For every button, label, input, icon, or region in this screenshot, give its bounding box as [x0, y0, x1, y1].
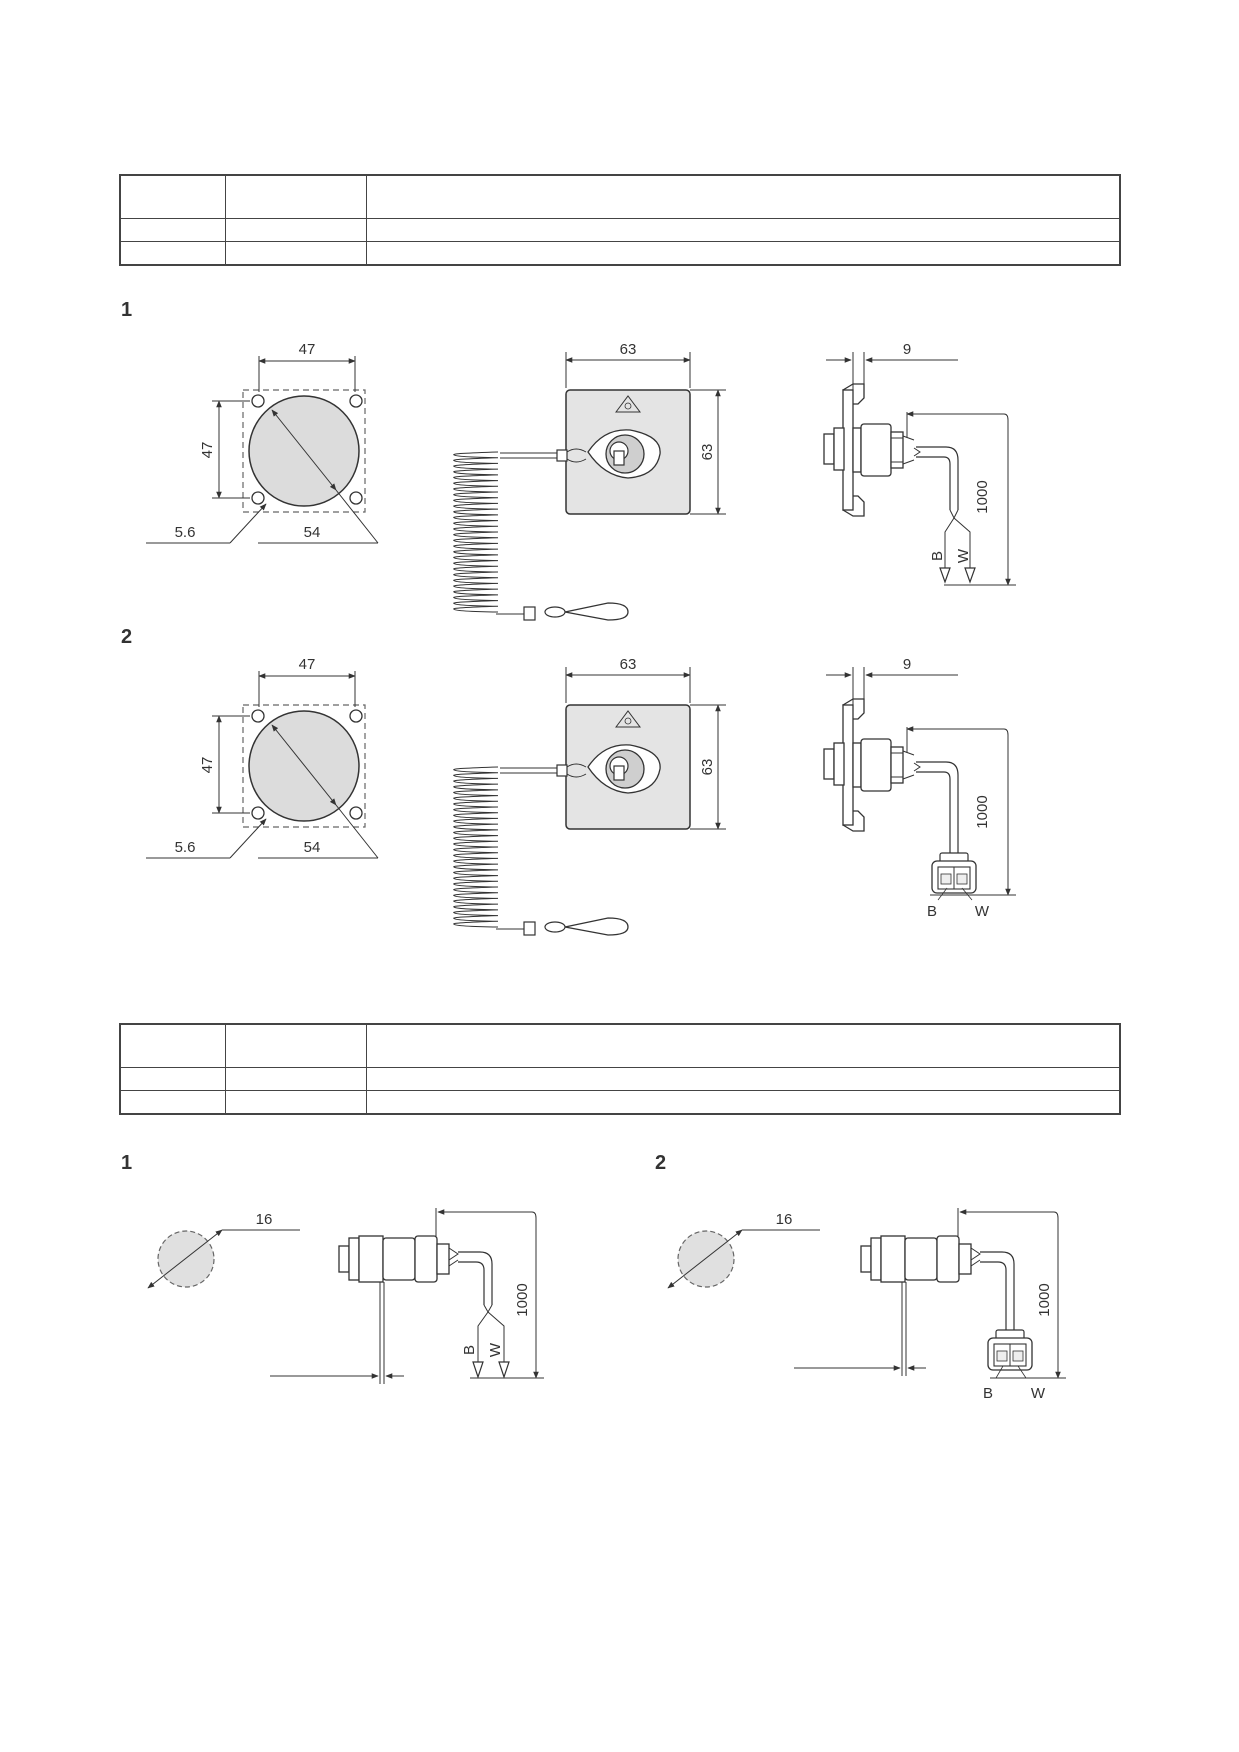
- dim-hole-dia: 16: [256, 1211, 273, 1228]
- dim-hole-dia: 5.6: [175, 524, 196, 541]
- dim-hole-pitch-h: 47: [299, 656, 316, 673]
- table-header-cell: [366, 1023, 1121, 1068]
- switch-side-view-2: 1000 9 B W: [824, 656, 1016, 920]
- table-header-cell: [366, 174, 1121, 219]
- switch-front-view-1: 63 63: [453, 341, 726, 620]
- variant-label-2: 2: [121, 626, 133, 648]
- dim-hole-dia: 16: [776, 1211, 793, 1228]
- switch-side-view-1: 1000 9 B W: [824, 341, 1016, 586]
- dim-hole-pitch-v: 47: [199, 442, 216, 459]
- dim-depth: 9: [903, 341, 911, 358]
- bottom-sensor-view-1: 1000 B W: [270, 1208, 544, 1384]
- table-header-cell: [225, 174, 367, 219]
- dim-plate-height: 63: [699, 444, 716, 461]
- dim-cable-length: 1000: [1036, 1283, 1053, 1316]
- table-cell: [366, 1090, 1121, 1115]
- wire-label-white: W: [975, 903, 990, 920]
- dim-cable-length: 1000: [974, 795, 991, 828]
- switch-front-view-2: 63 63: [453, 656, 726, 935]
- table-cell: [119, 218, 226, 242]
- dim-cutout-dia: 54: [304, 524, 321, 541]
- dim-plate-height: 63: [699, 759, 716, 776]
- table-cell: [225, 1067, 367, 1091]
- bottom-hole-view-2: 16: [667, 1211, 820, 1289]
- table-row: [119, 1090, 1121, 1115]
- table-cell: [225, 218, 367, 242]
- wire-label-black: B: [461, 1345, 478, 1355]
- bottom-sensor-view-2: 1000 B W: [794, 1208, 1066, 1402]
- coil-cord: [453, 766, 499, 928]
- mount-front-view-1: 47 47 5.6 54: [146, 341, 378, 543]
- wire-label-black: B: [983, 1385, 993, 1402]
- dim-depth: 9: [903, 656, 911, 673]
- connector-plug: [931, 852, 977, 894]
- dim-hole-dia: 5.6: [175, 839, 196, 856]
- wire-label-white: W: [1031, 1385, 1046, 1402]
- table-cell: [225, 241, 367, 266]
- variant-label-1-bottom: 1: [121, 1152, 133, 1174]
- table-row: [119, 241, 1121, 266]
- table-row: [119, 218, 1121, 242]
- wire-label-black: B: [927, 903, 937, 920]
- dim-hole-pitch-h: 47: [299, 341, 316, 358]
- spec-table-bottom: [119, 1023, 1121, 1115]
- dim-cable-length: 1000: [514, 1283, 531, 1316]
- bottom-hole-view-1: 16: [147, 1211, 300, 1289]
- dim-plate-width: 63: [620, 656, 637, 673]
- dim-plate-width: 63: [620, 341, 637, 358]
- table-cell: [366, 218, 1121, 242]
- wire-label-black: B: [929, 551, 946, 561]
- table-cell: [366, 1067, 1121, 1091]
- table-cell: [119, 241, 226, 266]
- variant-label-1: 1: [121, 299, 133, 321]
- mount-front-view-2: 47 47 5.6 54: [146, 656, 378, 858]
- table-cell: [119, 1067, 226, 1091]
- connector-plug: [987, 1329, 1033, 1371]
- dim-cutout-dia: 54: [304, 839, 321, 856]
- wire-label-white: W: [955, 548, 972, 563]
- dim-hole-pitch-v: 47: [199, 757, 216, 774]
- wire-label-white: W: [487, 1342, 504, 1357]
- coil-cord: [453, 451, 499, 613]
- table-cell: [225, 1090, 367, 1115]
- dim-cable-length: 1000: [974, 480, 991, 513]
- table-row: [119, 1067, 1121, 1091]
- table-cell: [366, 241, 1121, 266]
- variant-label-2-bottom: 2: [655, 1152, 667, 1174]
- table-header-cell: [119, 1023, 226, 1068]
- spec-table-top: [119, 174, 1121, 266]
